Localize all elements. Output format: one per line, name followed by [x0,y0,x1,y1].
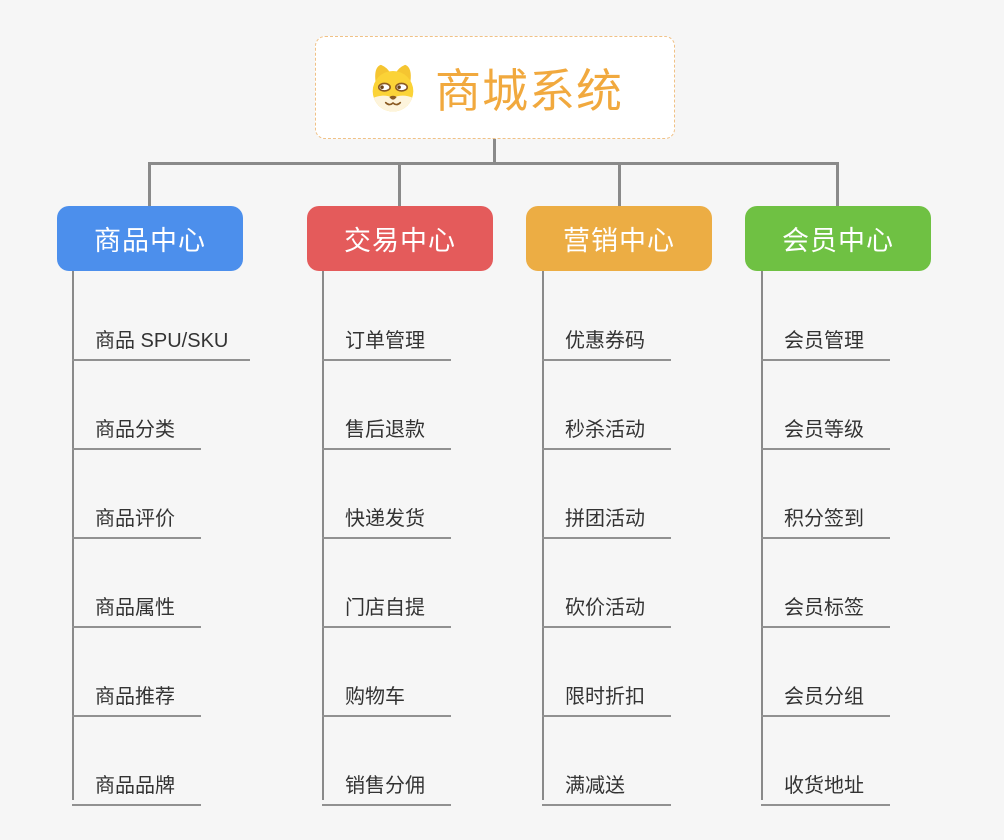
leaf-node[interactable]: 商品推荐 [72,671,201,717]
leaf-node[interactable]: 购物车 [322,671,451,717]
connector-root-stem [493,139,496,165]
leaf-node[interactable]: 快递发货 [322,493,451,539]
branch-node-marketing-center[interactable]: 营销中心 [526,206,712,271]
trunk-member-center [761,271,763,800]
branch-label: 营销中心 [563,226,675,256]
trunk-marketing-center [542,271,544,800]
leaf-node[interactable]: 商品 SPU/SKU [72,315,251,361]
leaf-node[interactable]: 商品分类 [72,404,201,450]
connector-drop-member [836,162,839,209]
dog-face-icon [372,64,414,112]
leaf-node[interactable]: 限时折扣 [542,671,671,717]
leaf-node[interactable]: 积分签到 [761,493,890,539]
leaf-node[interactable]: 售后退款 [322,404,451,450]
branch-node-trade-center[interactable]: 交易中心 [307,206,493,271]
leaf-node[interactable]: 销售分佣 [322,760,451,806]
leaf-node[interactable]: 满减送 [542,760,671,806]
leaf-node[interactable]: 会员标签 [761,582,890,628]
branch-label: 交易中心 [344,226,456,256]
leaf-node[interactable]: 商品属性 [72,582,201,628]
connector-drop-product [148,162,151,209]
root-node-mall-system[interactable]: 商城系统 [315,36,675,139]
leaf-node[interactable]: 会员等级 [761,404,890,450]
branch-label: 会员中心 [782,226,894,256]
leaf-node[interactable]: 砍价活动 [542,582,671,628]
leaf-node[interactable]: 订单管理 [322,315,451,361]
leaf-node[interactable]: 会员管理 [761,315,890,361]
branch-node-member-center[interactable]: 会员中心 [745,206,931,271]
trunk-trade-center [322,271,324,800]
connector-drop-trade [398,162,401,209]
leaf-node[interactable]: 拼团活动 [542,493,671,539]
leaf-node[interactable]: 秒杀活动 [542,404,671,450]
leaf-node[interactable]: 商品品牌 [72,760,201,806]
leaf-node[interactable]: 商品评价 [72,493,201,539]
root-node-label: 商城系统 [435,64,623,117]
branch-label: 商品中心 [94,226,206,256]
connector-drop-marketing [618,162,621,209]
branch-node-product-center[interactable]: 商品中心 [57,206,243,271]
leaf-node[interactable]: 门店自提 [322,582,451,628]
trunk-product-center [72,271,74,800]
connector-horizontal-bar [148,162,839,165]
leaf-node[interactable]: 会员分组 [761,671,890,717]
leaf-node[interactable]: 收货地址 [761,760,890,806]
leaf-node[interactable]: 优惠券码 [542,315,671,361]
